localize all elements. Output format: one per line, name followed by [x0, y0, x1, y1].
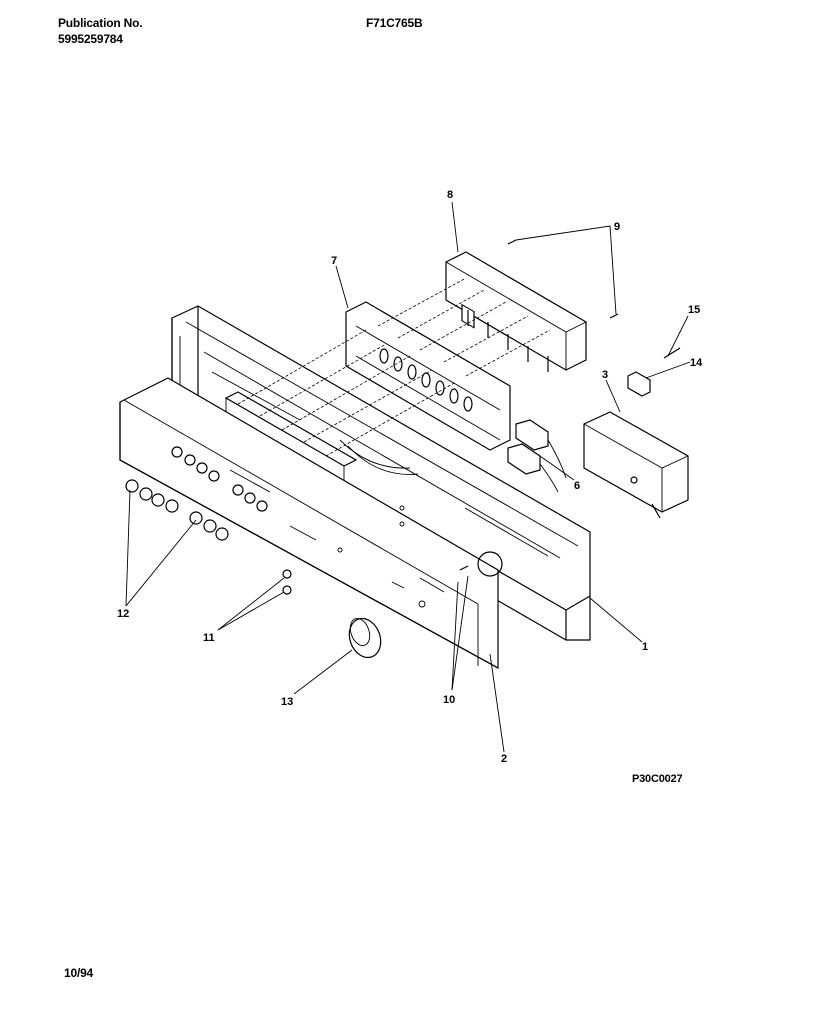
model-number: F71C765B	[366, 16, 423, 30]
indicator-lamps	[459, 565, 469, 571]
callout-15: 15	[688, 304, 700, 316]
callout-12: 12	[117, 608, 129, 620]
leader-lines	[125, 201, 691, 753]
clip-and-screw	[627, 347, 681, 397]
push-buttons	[125, 479, 229, 541]
publication-date: 10/94	[64, 966, 94, 980]
assembly-guides	[237, 277, 551, 457]
callout-labels: 8 9 7 15 14 3 6 1 12 11 13 10 2	[117, 189, 703, 765]
control-panel	[119, 377, 503, 670]
callout-3: 3	[602, 369, 608, 381]
callout-9: 9	[614, 221, 620, 233]
callout-13: 13	[281, 696, 293, 708]
callout-1: 1	[642, 641, 648, 653]
callout-6: 6	[574, 480, 580, 492]
callout-2: 2	[501, 753, 507, 765]
callout-8: 8	[447, 189, 453, 201]
callout-11: 11	[203, 632, 215, 644]
switch-assembly	[445, 251, 587, 372]
publication-number: 5995259784	[58, 32, 123, 46]
selector-knob	[348, 617, 382, 659]
callout-14: 14	[690, 357, 703, 369]
control-module	[583, 411, 689, 519]
wire-connectors	[507, 419, 567, 493]
publication-label: Publication No.	[58, 16, 143, 30]
screws	[507, 239, 619, 319]
callout-10: 10	[443, 694, 455, 706]
indicator-buttons	[282, 569, 292, 595]
figure-id: P30C0027	[632, 773, 683, 785]
callout-7: 7	[331, 255, 337, 267]
